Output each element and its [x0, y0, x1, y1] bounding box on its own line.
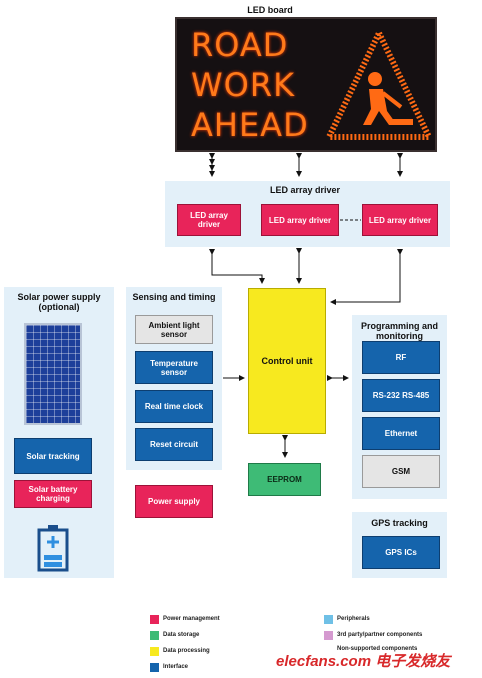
legend-power: Power management — [163, 616, 220, 622]
sensing-title: Sensing and timing — [132, 292, 216, 302]
led-driver-2: LED array driver — [261, 204, 339, 236]
reset-circuit: Reset circuit — [135, 428, 213, 461]
battery-icon — [37, 525, 69, 572]
rs232-rs485: RS-232 RS-485 — [362, 379, 440, 412]
led-line-1: ROAD — [191, 26, 289, 64]
legend-swatch-processing — [150, 647, 159, 656]
legend-interface: Interface — [163, 664, 189, 670]
legend-swatch-peripherals — [324, 615, 333, 624]
solar-title: Solar power supply (optional) — [17, 292, 101, 312]
eeprom: EEPROM — [248, 463, 321, 496]
legend-peripherals: Peripherals — [337, 616, 370, 622]
legend-swatch-partner — [324, 631, 333, 640]
rf-module: RF — [362, 341, 440, 374]
solar-tracking: Solar tracking — [14, 438, 92, 474]
led-board-title: LED board — [247, 5, 293, 15]
power-supply: Power supply — [135, 485, 213, 518]
legend-storage: Data storage — [163, 632, 200, 638]
legend-partner: 3rd party/partner components — [337, 632, 423, 638]
led-driver-title: LED array driver — [269, 185, 341, 195]
watermark: elecfans.com 电子发烧友 — [276, 653, 451, 670]
led-line-3: AHEAD — [191, 106, 309, 144]
control-unit: Control unit — [248, 288, 326, 434]
real-time-clock: Real time clock — [135, 390, 213, 423]
legend-swatch-interface — [150, 663, 159, 672]
legend-nonsupported: Non-supported components — [337, 646, 418, 652]
solar-panel-icon — [24, 323, 82, 425]
led-driver-1: LED array driver — [177, 204, 241, 236]
legend-swatch-power — [150, 615, 159, 624]
legend-swatch-storage — [150, 631, 159, 640]
led-line-2: WORK — [191, 66, 296, 104]
temperature-sensor: Temperature sensor — [135, 351, 213, 384]
legend-processing: Data processing — [163, 648, 210, 654]
programming-title: Programming and monitoring — [360, 321, 438, 341]
gsm: GSM — [362, 455, 440, 488]
gps-title: GPS tracking — [371, 518, 428, 528]
solar-battery-charging: Solar battery charging — [14, 480, 92, 508]
ethernet: Ethernet — [362, 417, 440, 450]
gps-ics: GPS ICs — [362, 536, 440, 569]
roadwork-sign-icon — [325, 29, 433, 140]
ambient-light-sensor: Ambient light sensor — [135, 315, 213, 344]
led-board-display: ROAD WORK AHEAD — [175, 17, 437, 152]
led-driver-3: LED array driver — [362, 204, 438, 236]
